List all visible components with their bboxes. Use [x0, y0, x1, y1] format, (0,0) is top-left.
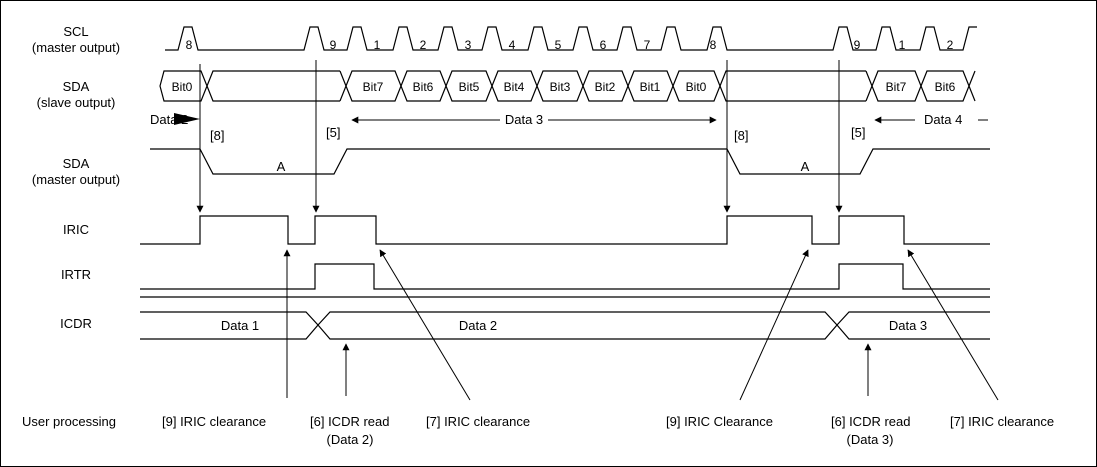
data3-label: Data 3 — [505, 112, 543, 127]
scl-pulse-label: 9 — [330, 38, 337, 52]
user-step: [7] IRIC clearance — [950, 414, 1054, 429]
user-step: [9] IRIC Clearance — [666, 414, 773, 429]
user-processing-label: User processing — [22, 414, 116, 429]
user-step: [7] IRIC clearance — [426, 414, 530, 429]
user-step: [9] IRIC clearance — [162, 414, 266, 429]
sda-master-waveform — [150, 148, 990, 175]
user-step-sub: (Data 3) — [847, 432, 894, 447]
data4-label: Data 4 — [924, 112, 962, 127]
sda-bit-label: Bit7 — [363, 80, 384, 94]
scl-pulse-label: 1 — [899, 38, 906, 52]
scl-pulse-label: 1 — [374, 38, 381, 52]
user-step-sub: (Data 2) — [327, 432, 374, 447]
sda-bit-label: Bit0 — [686, 80, 707, 94]
user-step: [6] ICDR read — [831, 414, 910, 429]
sda-bit-label: Bit6 — [413, 80, 434, 94]
icdr-value: Data 1 — [221, 318, 259, 333]
sda-bit-label: Bit6 — [935, 80, 956, 94]
scl-pulse-label: 6 — [600, 38, 607, 52]
iric-name: IRIC — [63, 222, 89, 237]
ack-label: A — [801, 159, 810, 174]
scl-desc: (master output) — [32, 40, 120, 55]
data2-arrow — [174, 113, 200, 125]
sda-bit-label: Bit1 — [640, 80, 661, 94]
irtr-waveform — [140, 263, 990, 290]
sda-slave-name: SDA — [63, 79, 90, 94]
scl-pulse-label: 8 — [186, 38, 193, 52]
scl-pulse-label: 5 — [555, 38, 562, 52]
icdr-name: ICDR — [60, 316, 92, 331]
step-marker: [5] — [851, 125, 865, 140]
user-arrow — [379, 249, 471, 401]
sda-slave-waveform — [159, 70, 976, 102]
sda-bit-label: Bit3 — [550, 80, 571, 94]
sda-slave-desc: (slave output) — [37, 95, 116, 110]
user-step: [6] ICDR read — [310, 414, 389, 429]
sda-master-desc: (master output) — [32, 172, 120, 187]
icdr-value: Data 3 — [889, 318, 927, 333]
scl-pulse-label: 4 — [509, 38, 516, 52]
scl-pulse-label: 9 — [854, 38, 861, 52]
sda-bit-label: Bit4 — [504, 80, 525, 94]
scl-waveform — [165, 26, 977, 51]
user-arrow — [739, 249, 809, 401]
step-marker: [8] — [210, 128, 224, 143]
icdr-waveform — [140, 311, 990, 340]
step-marker: [8] — [734, 128, 748, 143]
scl-pulse-label: 8 — [710, 38, 717, 52]
sda-bit-label: Bit2 — [595, 80, 616, 94]
scl-pulse-label: 2 — [947, 38, 954, 52]
irtr-name: IRTR — [61, 267, 91, 282]
sda-bit-label: Bit7 — [886, 80, 907, 94]
icdr-value: Data 2 — [459, 318, 497, 333]
scl-name: SCL — [63, 24, 88, 39]
scl-pulse-label: 7 — [644, 38, 651, 52]
sda-bit-label: Bit5 — [459, 80, 480, 94]
scl-pulse-label: 2 — [420, 38, 427, 52]
iric-waveform — [140, 215, 990, 245]
sda-bit-label: Bit0 — [172, 80, 193, 94]
scl-pulse-label: 3 — [465, 38, 472, 52]
ack-label: A — [277, 159, 286, 174]
sda-master-name: SDA — [63, 156, 90, 171]
step-marker: [5] — [326, 125, 340, 140]
user-arrow — [907, 249, 999, 401]
